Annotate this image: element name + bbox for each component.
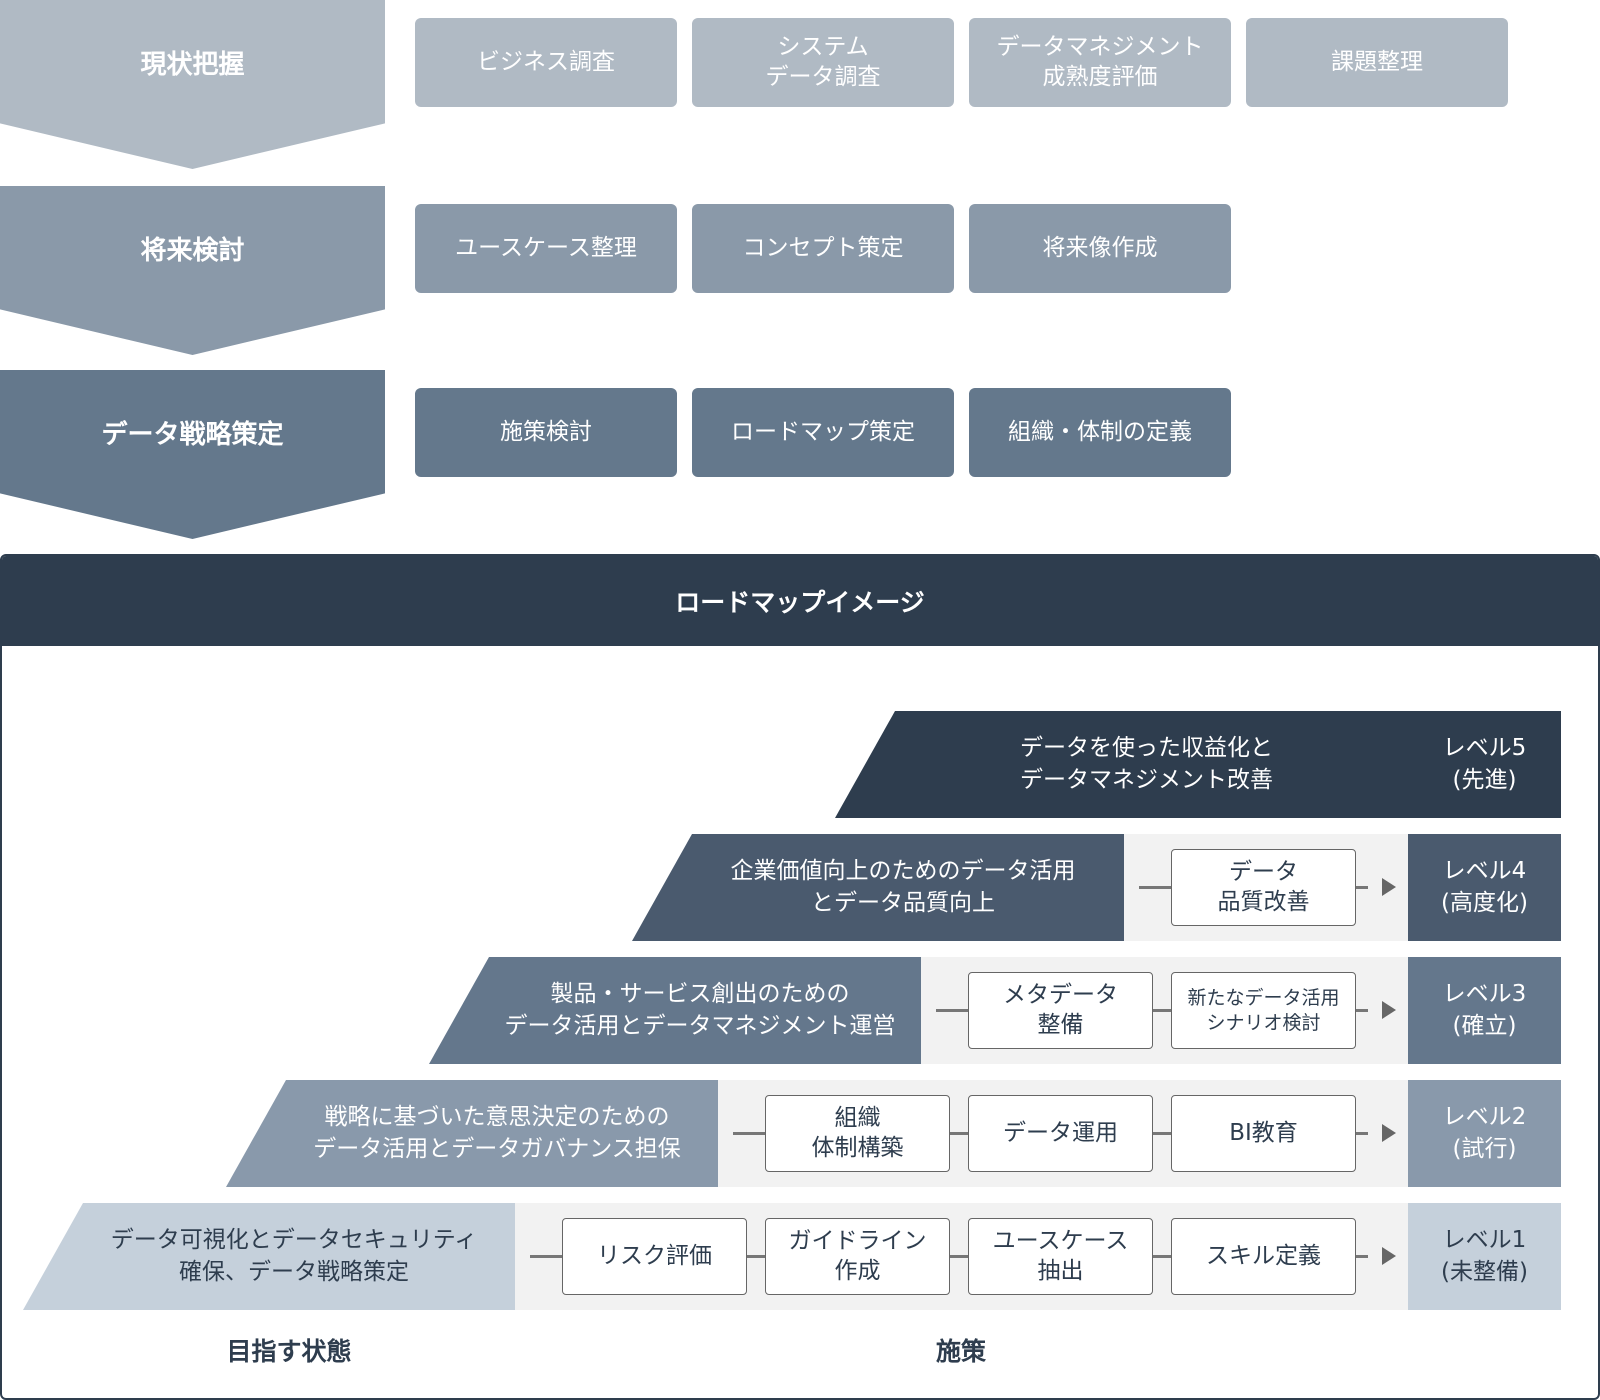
phase-step: コンセプト策定: [692, 204, 954, 293]
goal-state: 企業価値向上のためのデータ活用 とデータ品質向上: [632, 834, 1124, 941]
action-box: データ運用: [968, 1095, 1153, 1172]
phase-step: 将来像作成: [969, 204, 1231, 293]
action-box: スキル定義: [1171, 1218, 1356, 1295]
action-box: リスク評価: [562, 1218, 747, 1295]
phase-step: ロードマップ策定: [692, 388, 954, 477]
action-box: ユースケース 抽出: [968, 1218, 1153, 1295]
phase-label: データ戦略策定: [101, 419, 284, 450]
phase-step: ビジネス調査: [415, 18, 677, 107]
arrow-right-icon: [1382, 1247, 1396, 1265]
phase-step: 課題整理: [1246, 18, 1508, 107]
level-badge: レベル5 (先進): [1408, 711, 1561, 818]
phase-label: 将来検討: [140, 235, 245, 266]
goal-state: データ可視化とデータセキュリティ 確保、データ戦略策定: [23, 1203, 515, 1310]
phase-step: ユースケース整理: [415, 204, 677, 293]
action-box: 新たなデータ活用 シナリオ検討: [1171, 972, 1356, 1049]
action-box: 組織 体制構築: [765, 1095, 950, 1172]
action-box: ガイドライン 作成: [765, 1218, 950, 1295]
goal-state: 戦略に基づいた意思決定のための データ活用とデータガバナンス担保: [226, 1080, 718, 1187]
phase-step: 施策検討: [415, 388, 677, 477]
level-badge: レベル3 (確立): [1408, 957, 1561, 1064]
action-box: データ 品質改善: [1171, 849, 1356, 926]
arrow-right-icon: [1382, 1001, 1396, 1019]
phase-label: 現状把握: [140, 49, 245, 80]
roadmap-title: ロードマップイメージ: [2, 556, 1598, 646]
action-box: メタデータ 整備: [968, 972, 1153, 1049]
goals-column-label: 目指す状態: [226, 1337, 352, 1366]
level-badge: レベル2 (試行): [1408, 1080, 1561, 1187]
roadmap-panel: ロードマップイメージ: [0, 554, 1600, 1400]
phase-step: データマネジメント 成熟度評価: [969, 18, 1231, 107]
arrow-right-icon: [1382, 1124, 1396, 1142]
phase-chevron: 将来検討: [0, 186, 385, 355]
level-badge: レベル4 (高度化): [1408, 834, 1561, 941]
phase-chevron: データ戦略策定: [0, 370, 385, 539]
phase-step: システム データ調査: [692, 18, 954, 107]
phase-chevron: 現状把握: [0, 0, 385, 169]
actions-column-label: 施策: [935, 1337, 987, 1366]
phase-step: 組織・体制の定義: [969, 388, 1231, 477]
level-badge: レベル1 (未整備): [1408, 1203, 1561, 1310]
arrow-right-icon: [1382, 878, 1396, 896]
goal-state: 製品・サービス創出のための データ活用とデータマネジメント運営: [429, 957, 921, 1064]
action-box: BI教育: [1171, 1095, 1356, 1172]
